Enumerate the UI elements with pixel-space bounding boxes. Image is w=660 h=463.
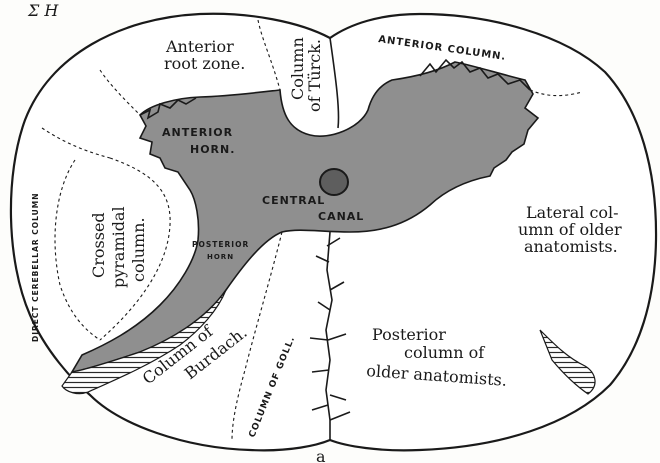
label-central-canal-2: CANAL xyxy=(318,210,364,223)
label-lateral-column-3: anatomists. xyxy=(524,237,618,256)
label-crossed-pyramidal-1: Crossed xyxy=(89,212,108,278)
label-posterior-column-2: column of xyxy=(404,343,485,362)
label-direct-cerebellar-column: DIRECT CEREBELLAR COLUMN xyxy=(31,193,40,342)
label-posterior-horn-1: POSTERIOR xyxy=(192,240,249,249)
label-crossed-pyramidal-2: pyramidal xyxy=(109,206,128,288)
label-anterior-root-zone-2: root zone. xyxy=(164,54,245,73)
label-crossed-pyramidal-3: column. xyxy=(129,217,148,282)
label-anterior-horn-2: HORN. xyxy=(190,143,235,156)
label-posterior-horn-2: HORN xyxy=(207,253,234,261)
label-central-canal-1: CENTRAL xyxy=(262,194,325,207)
label-posterior-column-1: Posterior xyxy=(372,325,446,344)
label-column-of-turck-2: of Türck. xyxy=(305,39,324,112)
label-anterior-horn-1: ANTERIOR xyxy=(162,126,233,139)
bottom-mark-text: a xyxy=(316,447,326,463)
central-canal-circle xyxy=(320,169,348,195)
top-fragment-text: Σ H xyxy=(27,1,59,20)
